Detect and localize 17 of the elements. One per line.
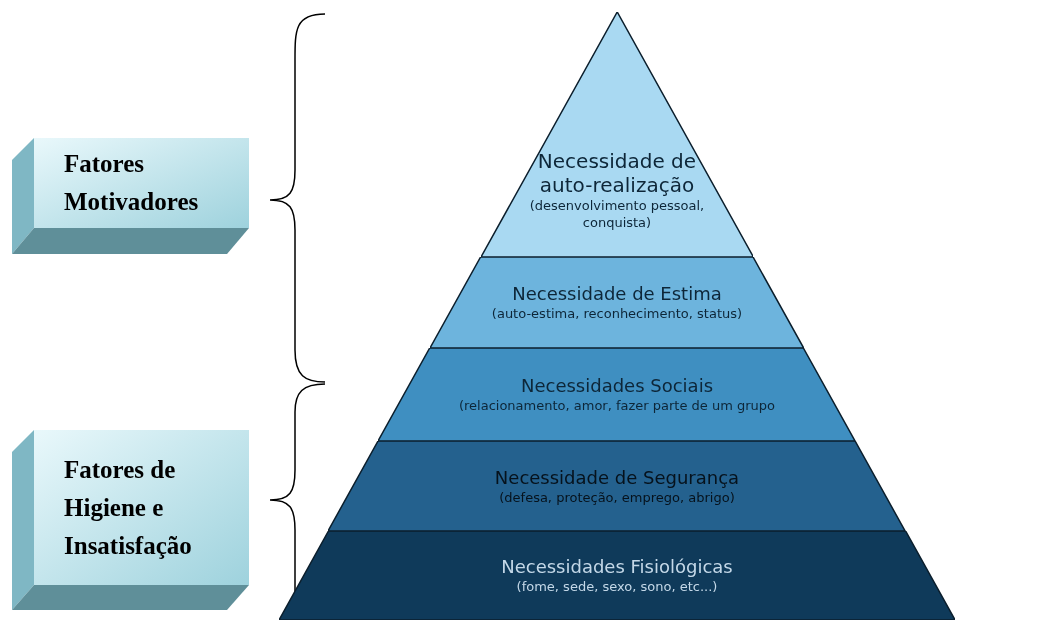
pyramid-level bbox=[328, 441, 906, 531]
level-description: (fome, sede, sexo, sono, etc...) bbox=[516, 578, 718, 595]
level-description: (auto-estima, reconhecimento, status) bbox=[491, 305, 743, 322]
pyramid-level bbox=[278, 531, 956, 620]
level-title: Necessidade de Estima bbox=[512, 283, 722, 305]
level-description: (defesa, proteção, emprego, abrigo) bbox=[499, 488, 735, 506]
box-label: Fatores Motivadores bbox=[64, 149, 200, 217]
level-description: (relacionamento, amor, fazer parte de um grupo bbox=[458, 397, 776, 414]
pyramid-level bbox=[430, 257, 804, 348]
box-label: Fatores de Higiene e Insatisfação bbox=[64, 454, 193, 561]
level-title: Necessidades Sociais bbox=[520, 375, 714, 397]
level-title: Necessidade de Segurança bbox=[494, 466, 740, 489]
level-title: Necessidades Fisiológicas bbox=[501, 556, 733, 578]
level-title: Necessidade de auto-realização bbox=[536, 149, 698, 197]
pyramid-level bbox=[378, 348, 856, 441]
pyramid-level bbox=[480, 12, 754, 257]
level-description: (desenvolvimento pessoal, conquista) bbox=[528, 197, 706, 231]
